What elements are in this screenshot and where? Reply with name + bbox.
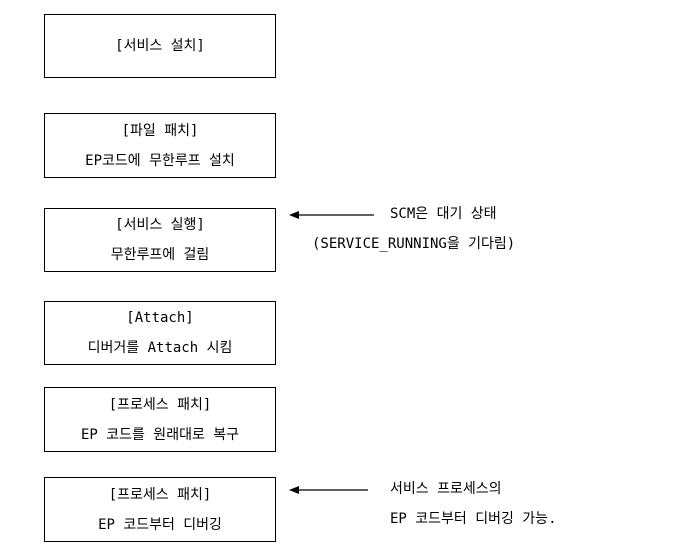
step-description: 무한루프에 걸림 xyxy=(110,247,210,263)
note-scm-waiting: SCM은 대기 상태 (SERVICE_RUNNING을 기다림) xyxy=(312,199,515,259)
step-description: EP 코드부터 디버깅 xyxy=(98,516,222,533)
step-title: [파일 패치] xyxy=(121,122,199,139)
step-title: [서비스 설치] xyxy=(115,38,205,54)
step-box-attach: [Attach] 디버거를 Attach 시킴 xyxy=(44,301,276,365)
note-debug-possible: 서비스 프로세스의 EP 코드부터 디버깅 가능. xyxy=(390,474,557,534)
step-box-process-patch-debug: [프로세스 패치] EP 코드부터 디버깅 xyxy=(44,477,276,542)
arrow-left-icon xyxy=(289,211,374,219)
note-line: 서비스 프로세스의 xyxy=(390,481,502,497)
step-title: [서비스 실행] xyxy=(115,217,205,233)
note-line: SCM은 대기 상태 xyxy=(390,206,497,222)
step-title: [Attach] xyxy=(126,310,194,326)
step-box-run-service: [서비스 실행] 무한루프에 걸림 xyxy=(44,208,276,272)
step-box-process-patch-restore: [프로세스 패치] EP 코드를 원래대로 복구 xyxy=(44,387,276,452)
step-description: EP코드에 무한루프 설치 xyxy=(85,152,235,169)
step-box-install-service: [서비스 설치] xyxy=(44,14,276,78)
step-title: [프로세스 패치] xyxy=(108,486,212,503)
note-line: EP 코드부터 디버깅 가능. xyxy=(390,511,557,527)
arrow-left-icon xyxy=(289,486,368,494)
step-description: 디버거를 Attach 시킴 xyxy=(87,340,233,356)
step-box-file-patch: [파일 패치] EP코드에 무한루프 설치 xyxy=(44,113,276,178)
step-title: [프로세스 패치] xyxy=(108,396,212,413)
step-description: EP 코드를 원래대로 복구 xyxy=(80,426,240,443)
note-line: (SERVICE_RUNNING을 기다림) xyxy=(312,236,516,252)
